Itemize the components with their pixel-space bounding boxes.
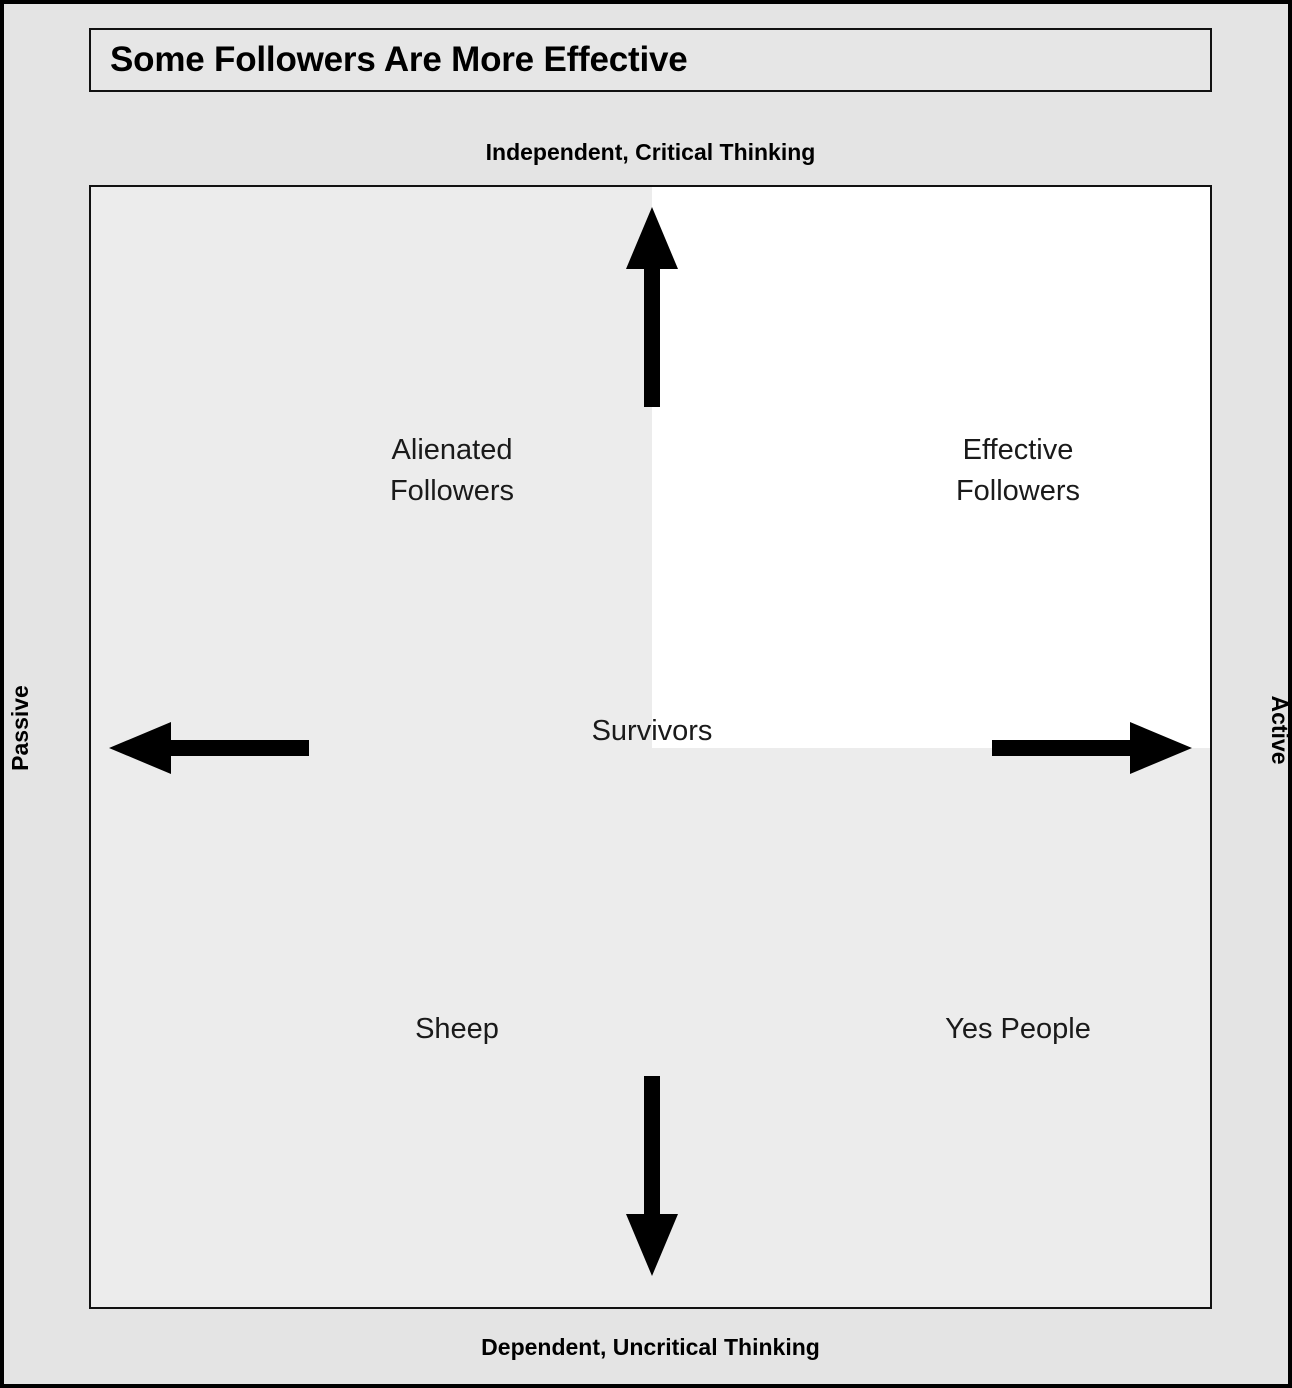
arrow-down-icon (626, 1076, 678, 1276)
quadrant-label-yes-people: Yes People (945, 1013, 1091, 1045)
axis-label-top: Independent, Critical Thinking (485, 139, 816, 165)
quadrant-label-sheep: Sheep (415, 1013, 499, 1045)
arrow-right-icon (992, 722, 1192, 774)
axis-label-left: Passive (7, 685, 33, 771)
axis-label-bottom: Dependent, Uncritical Thinking (481, 1334, 820, 1360)
title-box: Some Followers Are More Effective (89, 28, 1212, 92)
quadrant-effective-highlight (652, 187, 1210, 748)
quadrant-label-alienated-followers: Alienated Followers (389, 434, 515, 508)
arrow-left-icon (109, 722, 309, 774)
axis-label-right: Active (1267, 695, 1292, 765)
center-label-survivors: Survivors (591, 715, 713, 747)
quadrant-matrix: Alienated Followers Effective Followers … (89, 185, 1212, 1309)
arrow-up-icon (626, 207, 678, 407)
quadrant-label-effective-followers: Effective Followers (955, 434, 1081, 508)
page-title: Some Followers Are More Effective (110, 40, 688, 79)
